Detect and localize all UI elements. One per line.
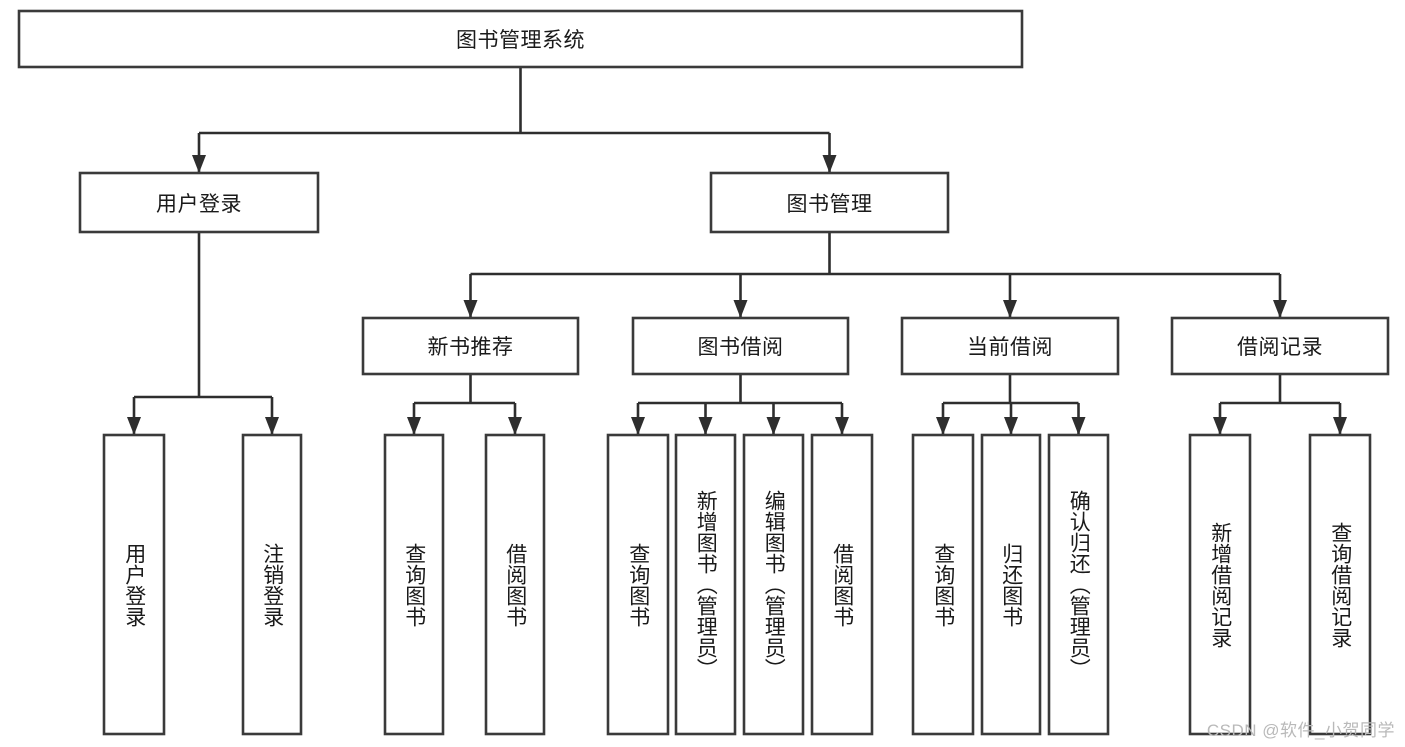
arrow-head-icon bbox=[733, 300, 748, 318]
arrow-head-icon bbox=[1213, 417, 1227, 435]
arrow-head-icon bbox=[463, 300, 478, 318]
level2-node-box[interactable] bbox=[78, 171, 320, 234]
arrow-head-icon bbox=[407, 417, 421, 435]
leaf-node-box[interactable] bbox=[742, 433, 805, 736]
arrow-head-icon bbox=[698, 417, 713, 435]
arrow-head-icon bbox=[1004, 417, 1018, 435]
leaf-node-box[interactable] bbox=[1308, 433, 1372, 736]
leaf-node-box[interactable] bbox=[674, 433, 737, 736]
arrow-head-icon bbox=[508, 417, 522, 435]
arrow-head-icon bbox=[1273, 300, 1287, 318]
root-node-box[interactable] bbox=[17, 9, 1024, 69]
arrow-head-icon bbox=[835, 417, 849, 435]
leaf-node-box[interactable] bbox=[911, 433, 975, 736]
leaf-node-box[interactable] bbox=[1047, 433, 1110, 736]
arrow-head-icon bbox=[1003, 300, 1017, 318]
arrow-head-icon bbox=[127, 417, 141, 435]
leaf-node-box[interactable] bbox=[606, 433, 670, 736]
leaf-node-box[interactable] bbox=[241, 433, 303, 736]
arrow-head-icon bbox=[936, 417, 950, 435]
level3-node-box[interactable] bbox=[631, 316, 850, 376]
arrow-head-icon bbox=[822, 155, 837, 173]
level3-node-box[interactable] bbox=[900, 316, 1120, 376]
leaf-node-box[interactable] bbox=[810, 433, 874, 736]
arrow-head-icon bbox=[631, 417, 645, 435]
level3-node-box[interactable] bbox=[361, 316, 580, 376]
arrow-head-icon bbox=[1071, 417, 1086, 435]
leaf-node-box[interactable] bbox=[980, 433, 1042, 736]
leaf-node-box[interactable] bbox=[484, 433, 546, 736]
leaf-node-box[interactable] bbox=[383, 433, 445, 736]
level3-node-box[interactable] bbox=[1170, 316, 1390, 376]
arrow-head-icon bbox=[766, 417, 781, 435]
boxes-layer bbox=[17, 9, 1390, 736]
level2-node-box[interactable] bbox=[709, 171, 950, 234]
arrow-head-icon bbox=[192, 155, 206, 173]
arrow-head-icon bbox=[265, 417, 279, 435]
leaf-node-box[interactable] bbox=[102, 433, 166, 736]
arrow-head-icon bbox=[1333, 417, 1347, 435]
connectors-layer bbox=[127, 67, 1347, 435]
leaf-node-box[interactable] bbox=[1188, 433, 1252, 736]
